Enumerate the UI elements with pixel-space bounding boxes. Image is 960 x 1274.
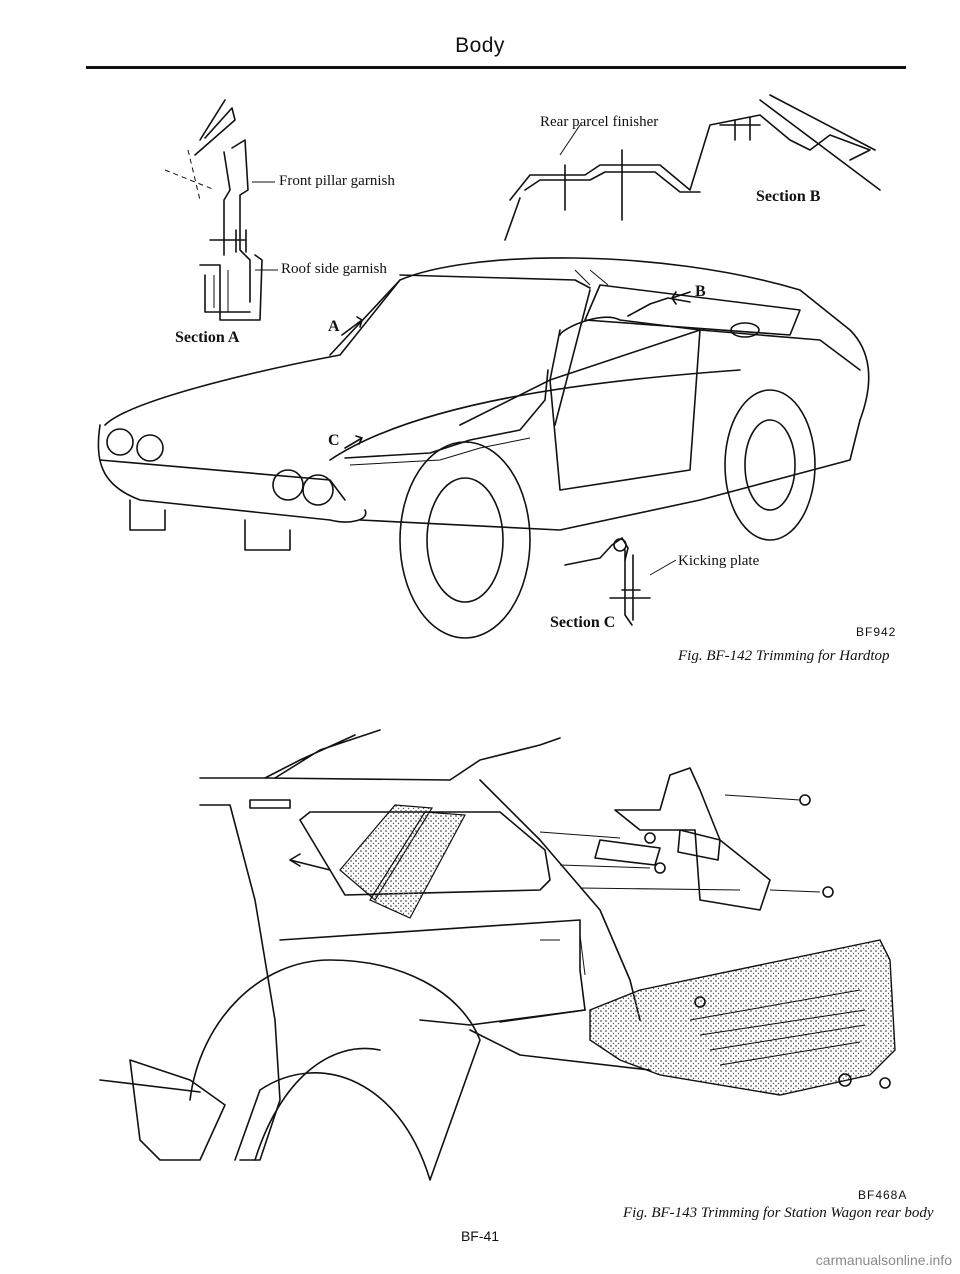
figure-caption-bf143: Fig. BF-143 Trimming for Station Wagon r…	[623, 1205, 934, 1221]
front-pillar-garnish-label: Front pillar garnish	[279, 173, 395, 189]
rear-pillar-trim	[539, 767, 834, 911]
marker-c: C	[328, 432, 340, 449]
section-b-label: Section B	[756, 188, 821, 205]
marker-a: A	[328, 318, 340, 335]
section-c-detail	[564, 537, 651, 626]
station-wagon-trim-illustration	[99, 729, 896, 1181]
roof-side-garnish-label: Roof side garnish	[281, 261, 387, 277]
rear-quarter-trim-panel	[469, 934, 896, 1096]
rear-quarter-window-trim	[289, 804, 466, 919]
section-b-detail	[504, 94, 881, 241]
leader-lines	[252, 181, 691, 576]
figure-code-bf942: BF942	[856, 625, 897, 639]
marker-b: B	[695, 283, 706, 300]
figure-caption-bf142: Fig. BF-142 Trimming for Hardtop	[678, 648, 890, 664]
header-rule	[86, 66, 906, 69]
page-header-title: Body	[455, 34, 505, 57]
page-number: BF-41	[460, 1228, 500, 1244]
section-a-detail	[164, 99, 263, 321]
rear-parcel-finisher-label: Rear parcel finisher	[540, 114, 659, 130]
kicking-plate-label: Kicking plate	[678, 553, 760, 569]
hardtop-trim-illustration	[97, 94, 881, 639]
wagon-body-lines	[99, 729, 641, 1181]
section-c-label: Section C	[550, 614, 616, 631]
figure-code-bf468a: BF468A	[858, 1188, 908, 1202]
section-a-label: Section A	[175, 329, 240, 346]
watermark: carmanualsonline.info	[815, 1252, 952, 1268]
car-body	[97, 257, 870, 639]
